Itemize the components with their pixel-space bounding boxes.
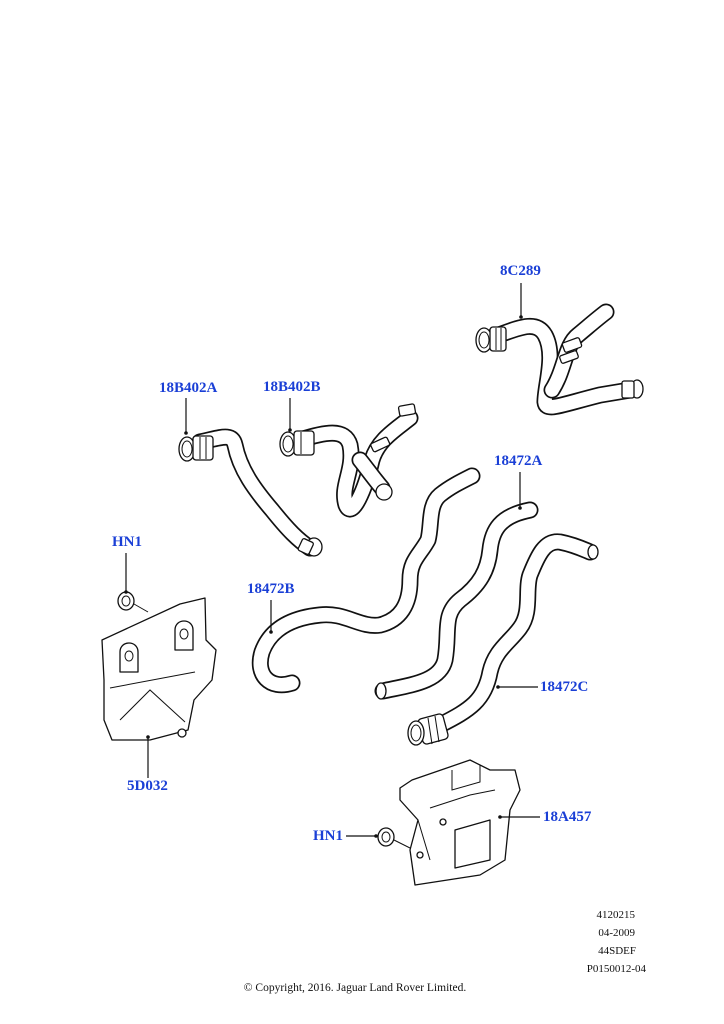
hose-18472B xyxy=(251,467,481,694)
hose-8C289 xyxy=(475,303,644,416)
hose-18472C xyxy=(407,533,599,746)
callout-18A457: 18A457 xyxy=(543,809,592,825)
hose-18472A xyxy=(374,501,539,700)
bracket-18A457 xyxy=(399,759,521,886)
copyright-notice: © Copyright, 2016. Jaguar Land Rover Lim… xyxy=(243,982,467,994)
hose-18B402B xyxy=(279,403,419,518)
callout-HN1-bottom: HN1 xyxy=(313,828,343,844)
clip-HN1-top xyxy=(117,591,149,613)
hose-18B402A xyxy=(178,428,323,557)
callout-5D032: 5D032 xyxy=(127,778,168,794)
callout-8C289: 8C289 xyxy=(500,263,541,279)
clip-HN1-bottom xyxy=(377,827,411,849)
callout-18472B: 18472B xyxy=(247,581,295,597)
callout-18472A: 18472A xyxy=(494,453,543,469)
callout-18B402B: 18B402B xyxy=(263,379,321,395)
callout-18B402A: 18B402A xyxy=(159,380,218,396)
part-code: P0150012-04 xyxy=(586,963,646,975)
diagram-date: 04-2009 xyxy=(598,927,635,939)
reference-number: 4120215 xyxy=(596,909,636,921)
callout-HN1-top: HN1 xyxy=(112,534,142,550)
heat-shield-5D032 xyxy=(101,597,217,741)
model-code: 44SDEF xyxy=(598,945,636,957)
leader-lines xyxy=(124,283,540,838)
callout-18472C: 18472C xyxy=(540,679,589,695)
